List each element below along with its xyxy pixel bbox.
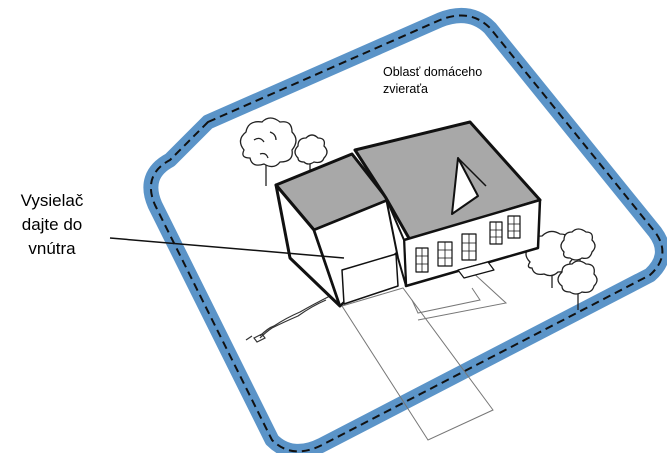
transmitter-label-line-2: dajte do [21, 215, 83, 234]
driveway [341, 269, 508, 441]
tree-icon [557, 260, 598, 310]
wire-icon [245, 295, 331, 343]
transmitter-label-line-1: Vysielač [20, 191, 84, 210]
pet-area-label: Oblasť domáceho zvieraťa [383, 64, 523, 98]
tree-icon [294, 134, 328, 176]
pet-area-label-line-1: Oblasť domáceho [383, 65, 483, 79]
transmitter-pointer [109, 237, 345, 259]
pet-area-label-line-2: zvieraťa [383, 82, 428, 96]
transmitter-label: Vysielač dajte do vnútra [0, 189, 104, 261]
boundary-dashed-wire [150, 14, 664, 453]
transmitter-label-line-3: vnútra [28, 239, 76, 258]
tree-icon [239, 117, 297, 186]
house-icon [274, 120, 542, 308]
pet-area-boundary [143, 8, 667, 453]
